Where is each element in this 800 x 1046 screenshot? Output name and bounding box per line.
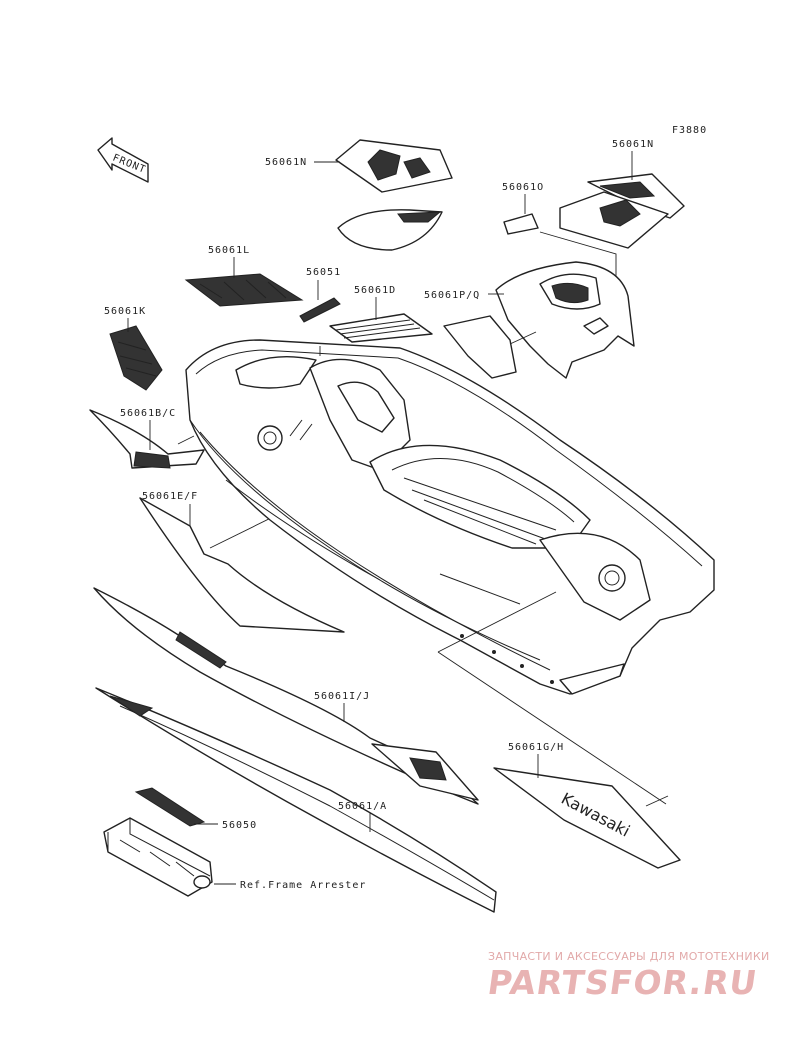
decal-56061n-top <box>335 139 453 193</box>
decal-56061o <box>503 213 539 235</box>
label-56061l: 56061L <box>208 245 250 256</box>
label-56061pq: 56061P/Q <box>424 290 480 301</box>
label-56051: 56051 <box>306 267 341 278</box>
front-arrow-icon: FRONT <box>97 137 149 183</box>
label-56061k: 56061K <box>104 306 146 317</box>
label-56061ef: 56061E/F <box>142 491 198 502</box>
decal-56061gh: Kawasaki <box>493 767 681 869</box>
hull-body <box>185 339 715 695</box>
decal-56061k <box>109 325 163 391</box>
label-56050: 56050 <box>222 820 257 831</box>
watermark-logo: PARTSFOR.RU <box>485 963 761 1002</box>
decal-56061d <box>329 313 433 343</box>
watermark-tagline: ЗАПЧАСТИ И АКСЕССУАРЫ ДЛЯ МОТОТЕХНИКИ <box>488 950 770 963</box>
label-56061bc: 56061B/C <box>120 408 176 419</box>
decal-56061a <box>95 687 497 913</box>
label-ref-frame-arrester: Ref.Frame Arrester <box>240 880 366 891</box>
decal-56061pq <box>443 315 517 379</box>
label-56061n-top: 56061N <box>265 157 307 168</box>
frame-arrester <box>103 817 213 897</box>
label-56061n-right: 56061N <box>612 139 654 150</box>
decal-56061bc <box>89 409 205 469</box>
seat-pad-decal <box>337 209 443 251</box>
decal-56061n-right <box>559 173 685 249</box>
decal-56051 <box>299 297 341 323</box>
decal-56050 <box>134 787 206 827</box>
hood-assembly <box>495 261 635 379</box>
figure-code: F3880 <box>672 125 707 136</box>
label-56061a: 56061/A <box>338 801 387 812</box>
decal-56061ef <box>139 497 345 633</box>
label-56061d: 56061D <box>354 285 396 296</box>
label-56061gh: 56061G/H <box>508 742 564 753</box>
label-56061ij: 56061I/J <box>314 691 370 702</box>
decal-56061l <box>184 273 304 307</box>
decal-56061ij <box>93 587 479 805</box>
label-56061o: 56061O <box>502 182 544 193</box>
